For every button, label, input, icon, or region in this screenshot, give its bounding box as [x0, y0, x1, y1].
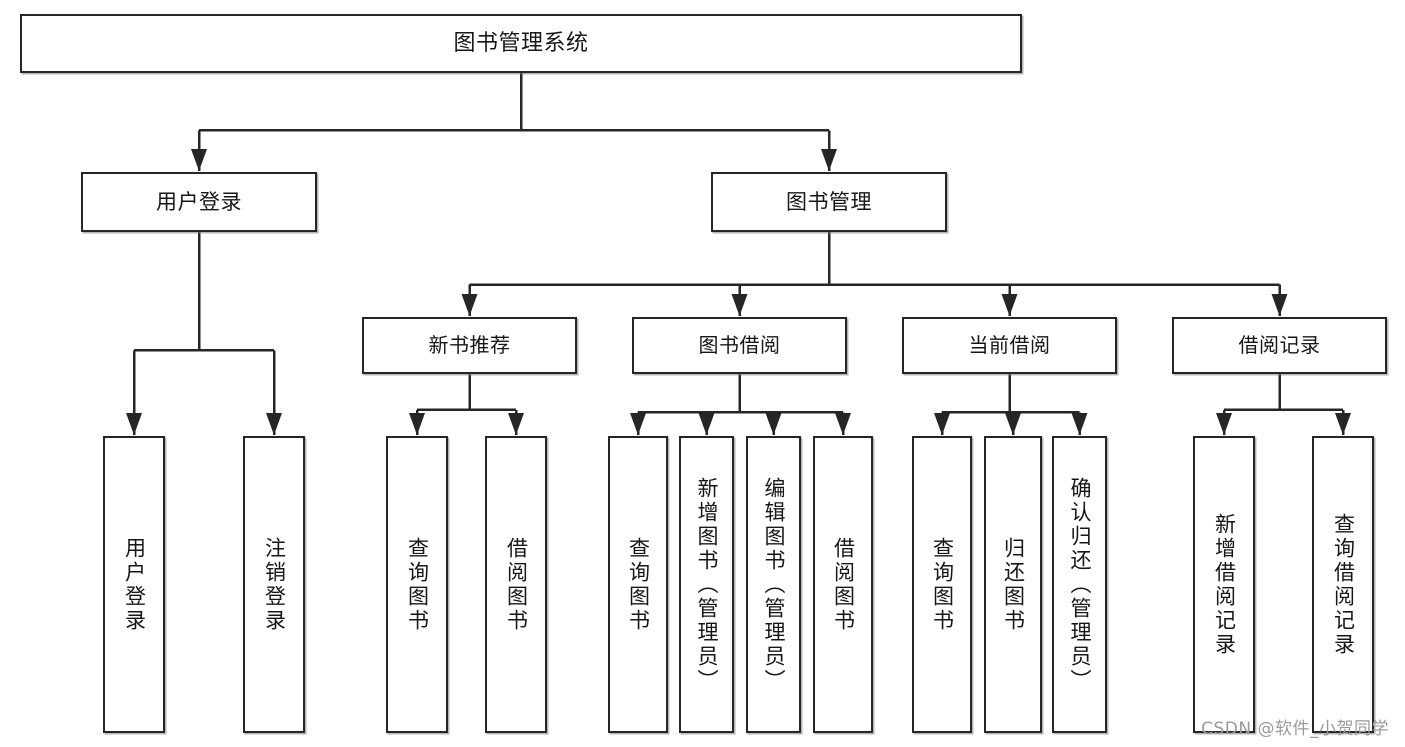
node-label: 新书推荐 — [428, 332, 511, 357]
node-label: 查询图书 — [626, 536, 651, 633]
watermark-text: CSDN @软件_小贺同学 — [1201, 719, 1389, 739]
node-user-login-group[interactable]: 用户登录 — [81, 172, 317, 232]
node-book-manage-group[interactable]: 图书管理 — [711, 172, 947, 232]
node-borrow-record[interactable]: 借阅记录 — [1172, 317, 1387, 374]
node-label: 图书借阅 — [698, 332, 781, 357]
node-leaf-query-record[interactable]: 查询借阅记录 — [1312, 436, 1374, 733]
node-label: 图书管理 — [786, 189, 872, 214]
node-book-borrow[interactable]: 图书借阅 — [632, 317, 847, 374]
node-label: 新增借阅记录 — [1212, 512, 1237, 657]
node-leaf-borrow-book-2[interactable]: 借阅图书 — [813, 436, 873, 733]
node-new-book-rec[interactable]: 新书推荐 — [362, 317, 577, 374]
node-label: 当前借阅 — [968, 332, 1051, 357]
node-label: 归还图书 — [1001, 536, 1026, 633]
node-leaf-return-book[interactable]: 归还图书 — [984, 436, 1042, 733]
node-label: 查询图书 — [405, 536, 430, 633]
node-label: 新增图书（管理员） — [695, 476, 719, 693]
node-label: 借阅记录 — [1238, 332, 1321, 357]
node-label: 注销登录 — [262, 536, 287, 633]
node-leaf-user-login[interactable]: 用户登录 — [103, 436, 165, 733]
node-label: 编辑图书（管理员） — [762, 476, 786, 693]
node-label: 图书管理系统 — [453, 30, 589, 56]
node-label: 用户登录 — [122, 536, 147, 633]
node-leaf-add-record[interactable]: 新增借阅记录 — [1193, 436, 1255, 733]
node-leaf-query-book-3[interactable]: 查询图书 — [912, 436, 972, 733]
node-leaf-borrow-book-1[interactable]: 借阅图书 — [485, 436, 547, 733]
node-leaf-query-book-2[interactable]: 查询图书 — [608, 436, 668, 733]
node-label: 借阅图书 — [831, 536, 856, 633]
node-leaf-add-book[interactable]: 新增图书（管理员） — [679, 436, 734, 733]
node-label: 查询图书 — [930, 536, 955, 633]
node-leaf-edit-book[interactable]: 编辑图书（管理员） — [746, 436, 801, 733]
node-leaf-query-book-1[interactable]: 查询图书 — [386, 436, 448, 733]
node-label: 确认归还（管理员） — [1068, 476, 1092, 693]
node-label: 查询借阅记录 — [1331, 512, 1356, 657]
node-leaf-confirm-return[interactable]: 确认归还（管理员） — [1052, 436, 1107, 733]
node-current-borrow[interactable]: 当前借阅 — [902, 317, 1117, 374]
node-label: 借阅图书 — [504, 536, 529, 633]
node-label: 用户登录 — [156, 189, 242, 214]
node-root[interactable]: 图书管理系统 — [20, 14, 1022, 73]
node-leaf-logout[interactable]: 注销登录 — [243, 436, 305, 733]
